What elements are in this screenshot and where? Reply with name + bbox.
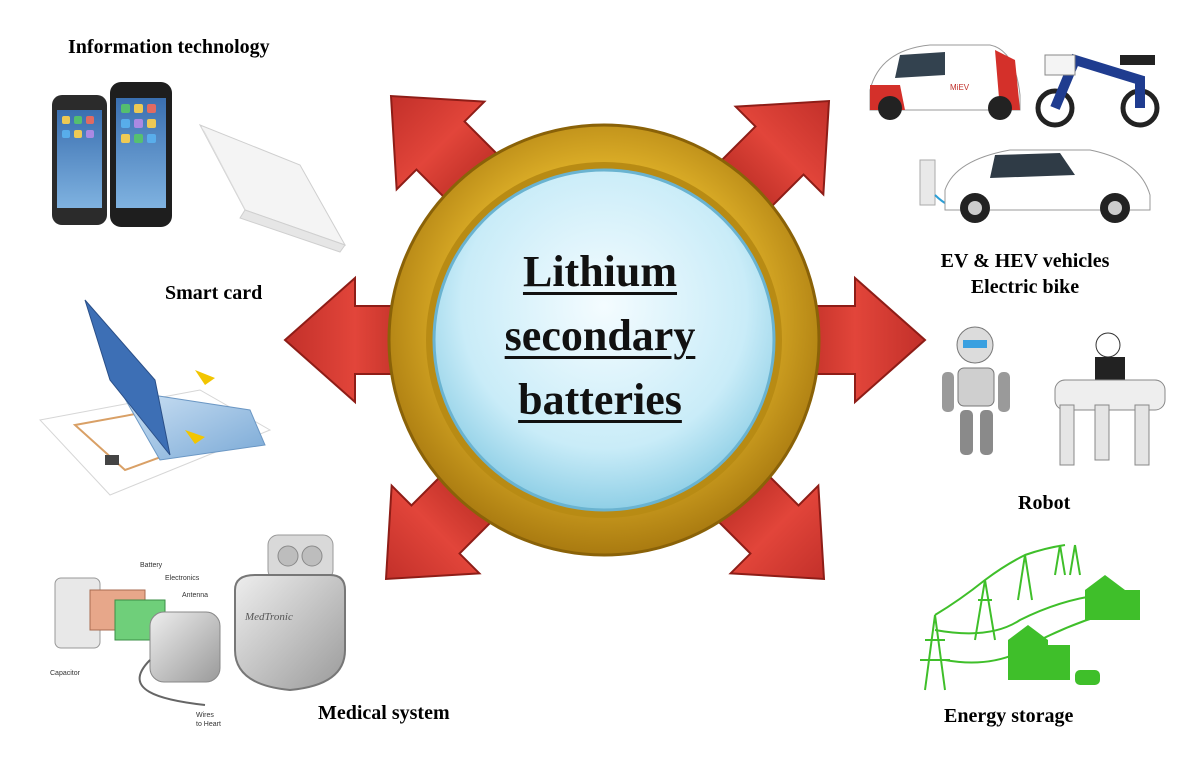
- center-title-line2: secondary: [504, 311, 696, 360]
- label-medical-system: Medical system: [318, 702, 450, 724]
- label-ev-line1: EV & HEV vehicles: [940, 250, 1110, 272]
- pacemaker-device-image: MedTronic: [234, 534, 346, 692]
- energy-grid-image: [902, 540, 1160, 692]
- walking-robot-image: [1054, 332, 1166, 466]
- antenna-callout: Antenna: [182, 592, 208, 599]
- laptop-image: [198, 124, 347, 253]
- center-title-line3: batteries: [518, 375, 682, 424]
- smart-card-image: [39, 299, 272, 496]
- center-title-line1: Lithium: [522, 247, 678, 296]
- label-ev-hev: EV & HEV vehicles Electric bike: [910, 248, 1140, 300]
- charging-ev-car-image: [919, 149, 1151, 223]
- label-ev-line2: Electric bike: [970, 276, 1080, 298]
- capacitor-callout: Capacitor: [50, 670, 81, 677]
- wires-callout: Wires: [196, 712, 214, 719]
- to-heart-callout: to Heart: [196, 721, 221, 728]
- pacemaker-diagram-image: Battery Electronics Antenna Capacitor Wi…: [50, 562, 221, 728]
- label-information-technology: Information technology: [68, 36, 270, 58]
- label-energy-storage: Energy storage: [944, 705, 1074, 727]
- center-title: Lithium secondary batteries: [470, 240, 730, 432]
- medtronic-logo-text: MedTronic: [244, 611, 293, 623]
- electronics-callout: Electronics: [165, 575, 200, 582]
- humanoid-robot-image: [942, 326, 1010, 455]
- center-disc: [432, 168, 776, 512]
- mini-ev-car-image: MiEV: [869, 44, 1021, 120]
- battery-callout: Battery: [140, 562, 163, 569]
- label-robot: Robot: [1018, 492, 1071, 514]
- electric-bike-image: [1035, 53, 1160, 128]
- label-smart-card: Smart card: [165, 282, 263, 304]
- miev-badge-text: MiEV: [950, 83, 970, 92]
- smartphones-image: [52, 82, 172, 227]
